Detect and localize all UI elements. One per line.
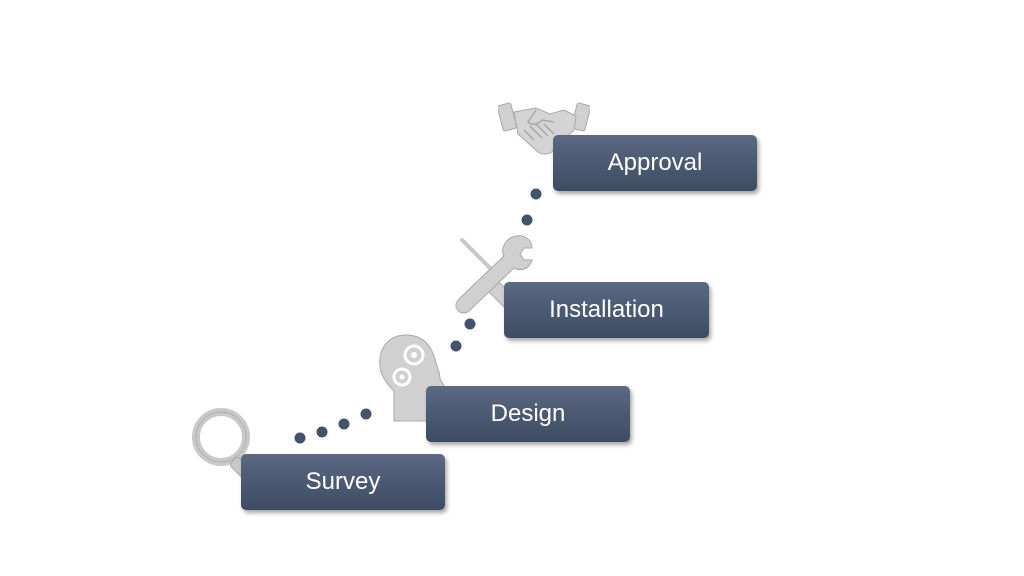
magnifier-icon [192, 408, 259, 486]
step-label: Approval [607, 149, 703, 176]
step-survey: Survey [241, 454, 445, 510]
path-dot [316, 426, 328, 438]
step-design: Design [426, 386, 630, 442]
path-dot [450, 340, 462, 352]
path-dot [521, 214, 533, 226]
path-dot [294, 432, 306, 444]
step-label: Installation [549, 296, 664, 323]
step-approval: Approval [553, 135, 757, 191]
step-label: Design [490, 400, 566, 427]
path-dot [338, 418, 350, 430]
path-dot [360, 408, 372, 420]
path-dot [530, 188, 542, 200]
path-dot [464, 318, 476, 330]
handshake-icon [498, 102, 590, 155]
step-installation: Installation [504, 282, 709, 338]
step-label: Survey [305, 468, 381, 495]
